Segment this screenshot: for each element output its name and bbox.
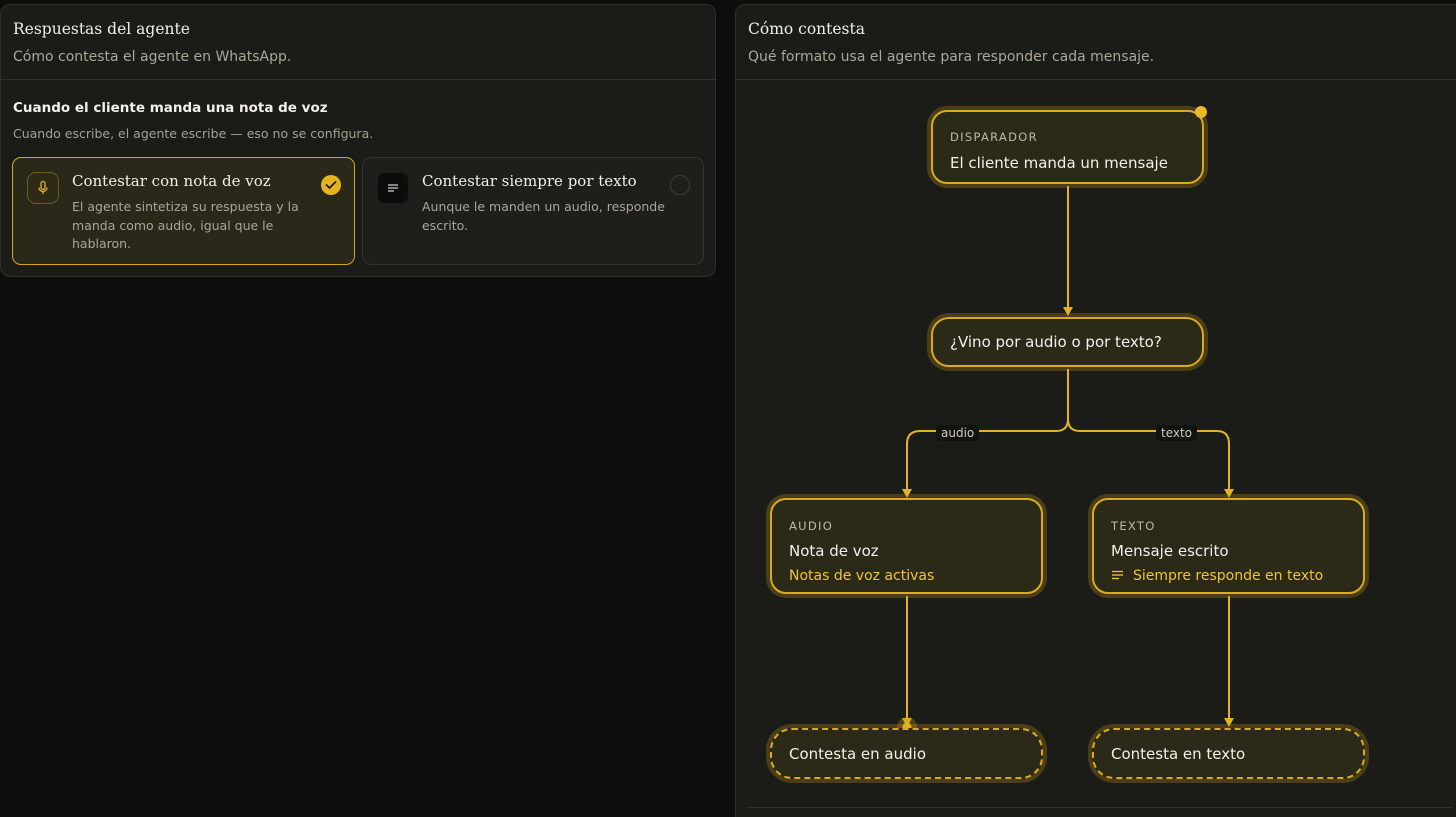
radio-unchecked-icon <box>670 175 690 195</box>
text-lines-icon <box>1111 568 1124 584</box>
section-description: Cuando escribe, el agente escribe — eso … <box>13 126 374 141</box>
agent-responses-panel: Respuestas del agente Cómo contesta el a… <box>0 4 716 277</box>
node-note: Notas de voz activas <box>789 568 935 584</box>
section-heading: Cuando el cliente manda una nota de voz <box>13 100 328 116</box>
node-label: Nota de voz <box>789 542 879 560</box>
trigger-node[interactable]: DISPARADOR El cliente manda un mensaje <box>931 110 1204 184</box>
option-description: El agente sintetiza su respuesta y la ma… <box>72 199 299 251</box>
option-title: Contestar con nota de voz <box>72 172 271 190</box>
end-audio-node[interactable]: Contesta en audio <box>770 728 1043 779</box>
how-it-replies-panel: Cómo contesta Qué formato usa el agente … <box>735 4 1456 817</box>
node-tag: DISPARADOR <box>950 130 1038 144</box>
option-description: Aunque le manden un audio, responde escr… <box>422 199 665 233</box>
option-title: Contestar siempre por texto <box>422 172 637 190</box>
audio-node[interactable]: AUDIO Nota de voz Notas de voz activas <box>770 498 1043 594</box>
panel-subtitle: Cómo contesta el agente en WhatsApp. <box>13 49 292 65</box>
node-label: El cliente manda un mensaje <box>950 154 1168 172</box>
decision-node[interactable]: ¿Vino por audio o por texto? <box>931 317 1204 367</box>
node-label: Contesta en audio <box>789 745 926 763</box>
node-label: Contesta en texto <box>1111 745 1246 763</box>
text-node[interactable]: TEXTO Mensaje escrito Siempre responde e… <box>1092 498 1365 594</box>
node-note: Siempre responde en texto <box>1111 568 1323 584</box>
option-voice-reply[interactable]: Contestar con nota de voz El agente sint… <box>12 157 355 265</box>
node-label: ¿Vino por audio o por texto? <box>950 333 1162 351</box>
edge-label-audio: audio <box>936 425 980 441</box>
text-lines-icon <box>377 172 409 204</box>
panel-header: Respuestas del agente Cómo contesta el a… <box>1 5 715 80</box>
node-note-text: Siempre responde en texto <box>1133 568 1324 584</box>
divider <box>748 807 1453 808</box>
flow-connectors <box>897 186 1234 737</box>
microphone-icon <box>27 172 59 204</box>
end-text-node[interactable]: Contesta en texto <box>1092 728 1365 779</box>
node-label: Mensaje escrito <box>1111 542 1229 560</box>
edge-label-text: texto <box>1156 425 1198 441</box>
panel-title: Cómo contesta <box>748 20 865 38</box>
panel-title: Respuestas del agente <box>13 20 190 38</box>
option-text-reply[interactable]: Contestar siempre por texto Aunque le ma… <box>362 157 704 265</box>
status-dot <box>1195 106 1207 118</box>
panel-header: Cómo contesta Qué formato usa el agente … <box>736 5 1456 80</box>
panel-subtitle: Qué formato usa el agente para responder… <box>748 49 1155 65</box>
flow-diagram: audio texto DISPARADOR El cliente manda … <box>736 5 1456 817</box>
node-tag: AUDIO <box>789 519 834 533</box>
node-tag: TEXTO <box>1111 519 1156 533</box>
checkmark-icon <box>321 175 341 195</box>
